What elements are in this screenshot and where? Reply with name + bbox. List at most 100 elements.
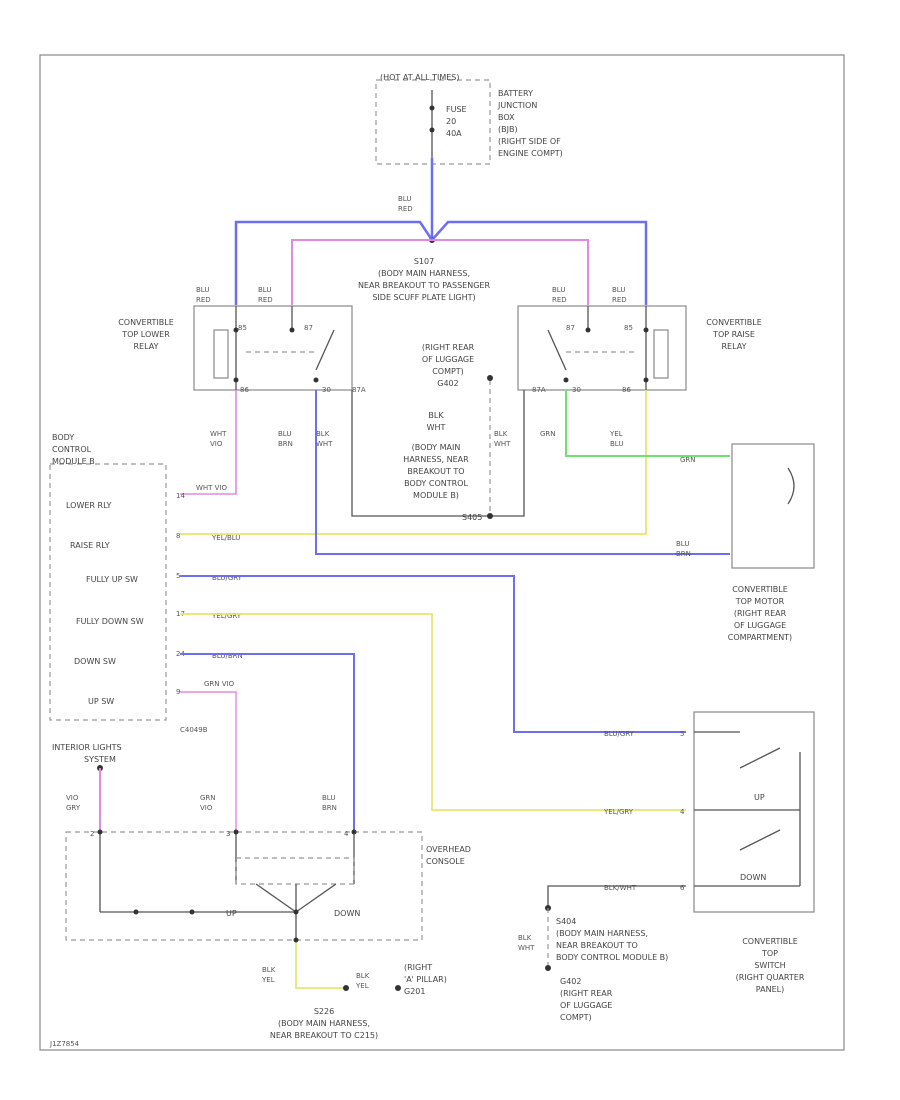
mid-wire-w1b: VIO — [210, 440, 223, 448]
svg-text:TOP LOWER: TOP LOWER — [121, 330, 170, 339]
fuse-rating: 40A — [446, 129, 462, 138]
svg-text:COMPT): COMPT) — [560, 1013, 592, 1022]
mid-wire-w3b: WHT — [316, 440, 333, 448]
raise-relay-contact — [547, 329, 567, 371]
svg-text:SIDE SCUFF PLATE LIGHT): SIDE SCUFF PLATE LIGHT) — [372, 293, 475, 302]
ground-g402-label: (RIGHT REAR OF LUGGAGE COMPT) G402 — [422, 343, 475, 388]
svg-text:UP SW: UP SW — [88, 697, 114, 706]
lower-relay-coil — [213, 329, 229, 379]
svg-text:LOWER RLY: LOWER RLY — [66, 501, 111, 510]
console-pin-2: 2 — [90, 830, 94, 838]
wire-branch-raise-30 — [431, 220, 648, 305]
raise-relay-w1b: RED — [552, 296, 567, 304]
raise-relay-coil — [653, 329, 669, 379]
mid-wire-w6a: YEL — [609, 430, 623, 438]
switch-wire-2: YEL/GRY — [603, 808, 634, 816]
wire-console-to-ground — [295, 940, 344, 989]
mid-wire-w5: GRN — [540, 430, 556, 438]
svg-text:BLU/GRY: BLU/GRY — [212, 574, 243, 582]
fuse-node — [429, 127, 435, 133]
svg-text:G201: G201 — [404, 987, 425, 996]
svg-text:SWITCH: SWITCH — [754, 961, 785, 970]
switch-down-label: DOWN — [740, 873, 766, 882]
svg-text:FULLY DOWN SW: FULLY DOWN SW — [76, 617, 144, 626]
svg-text:S405: S405 — [462, 513, 482, 522]
svg-text:(BODY MAIN: (BODY MAIN — [412, 443, 461, 452]
wire-lower-relay-to-bcm — [180, 390, 237, 495]
console-down-contact — [295, 883, 337, 913]
svg-text:NEAR BREAKOUT TO C215): NEAR BREAKOUT TO C215) — [270, 1031, 378, 1040]
overhead-wire-2b: VIO — [200, 804, 213, 812]
wire-fully-down-to-switch — [180, 613, 686, 811]
bcm-pins: 14 8 5 17 24 9 — [176, 492, 185, 696]
lower-relay-box — [193, 305, 353, 391]
svg-text:(RIGHT REAR: (RIGHT REAR — [734, 609, 787, 618]
svg-text:G402: G402 — [560, 977, 581, 986]
motor-wire-2b: BRN — [676, 550, 691, 558]
wire-branch-lower-87 — [291, 239, 432, 305]
svg-text:NEAR BREAKOUT TO PASSENGER: NEAR BREAKOUT TO PASSENGER — [358, 281, 491, 290]
svg-text:RELAY: RELAY — [134, 342, 159, 351]
wire-raise-relay-to-bcm — [180, 390, 647, 535]
overhead-console-outline — [65, 831, 423, 941]
svg-text:S404: S404 — [556, 917, 576, 926]
motor-symbol — [787, 467, 795, 505]
bottom-wire-2b: YEL — [355, 982, 369, 990]
svg-text:HARNESS, NEAR: HARNESS, NEAR — [403, 455, 469, 464]
svg-text:BODY: BODY — [52, 433, 74, 442]
raise-relay-box — [517, 305, 687, 391]
motor-label: CONVERTIBLE TOP MOTOR (RIGHT REAR OF LUG… — [728, 585, 792, 642]
fuse-hot-label: (HOT AT ALL TIMES) — [380, 73, 459, 82]
overhead-wire-1b: GRY — [66, 804, 81, 812]
svg-text:MODULE B): MODULE B) — [413, 491, 459, 500]
wire-feed-color-2: RED — [398, 205, 413, 213]
svg-text:COMPARTMENT): COMPARTMENT) — [728, 633, 792, 642]
bottom-wire-1b: YEL — [261, 976, 275, 984]
ground-g402-node — [487, 375, 493, 381]
lower-pin-87a: 87A — [352, 386, 366, 394]
raise-relay-w2a: BLU — [612, 286, 625, 294]
svg-text:BOX: BOX — [498, 113, 515, 122]
bcm-title: BODY CONTROL MODULE B — [52, 433, 95, 466]
mid-wire-w3a: BLK — [316, 430, 330, 438]
bcm-wire-labels: WHT VIO YEL/BLU BLU/GRY YEL/GRY BLU/BRN … — [196, 484, 243, 688]
svg-text:YEL/GRY: YEL/GRY — [211, 612, 242, 620]
svg-text:NEAR BREAKOUT TO: NEAR BREAKOUT TO — [556, 941, 638, 950]
splice-s405-node — [487, 513, 493, 519]
splice-s404-label: S404 (BODY MAIN HARNESS, NEAR BREAKOUT T… — [556, 917, 668, 1022]
mid-wire-w4b: WHT — [494, 440, 511, 448]
svg-text:TOP MOTOR: TOP MOTOR — [735, 597, 785, 606]
wire-up-sw-to-console — [180, 691, 237, 832]
svg-text:WHT: WHT — [427, 423, 446, 432]
splice-s107-label: S107 (BODY MAIN HARNESS, NEAR BREAKOUT T… — [358, 257, 491, 302]
lower-pin-87: 87 — [304, 324, 313, 332]
bcm-connector: C4049B — [180, 726, 208, 734]
switch-pin-5: 5 — [680, 730, 684, 738]
motor-wire-1: GRN — [680, 456, 696, 464]
svg-text:8: 8 — [176, 532, 180, 540]
svg-text:TOP: TOP — [761, 949, 778, 958]
svg-text:CONTROL: CONTROL — [52, 445, 92, 454]
overhead-wire-1a: VIO — [66, 794, 79, 802]
raise-pin-86: 86 — [622, 386, 631, 394]
lower-pin-85: 85 — [238, 324, 247, 332]
splice-s405-label: BLK WHT (BODY MAIN HARNESS, NEAR BREAKOU… — [403, 411, 482, 522]
svg-text:RAISE RLY: RAISE RLY — [70, 541, 110, 550]
overhead-wire-2a: GRN — [200, 794, 216, 802]
bcm-rows: LOWER RLY RAISE RLY FULLY UP SW FULLY DO… — [66, 501, 144, 706]
raise-pin-85: 85 — [624, 324, 633, 332]
switch-pin-6: 6 — [680, 884, 685, 892]
wire-feed-color: BLU — [398, 195, 411, 203]
lower-relay-label: CONVERTIBLE TOP LOWER RELAY — [118, 318, 174, 351]
svg-text:YEL/BLU: YEL/BLU — [211, 534, 240, 542]
diagram-id: J1Z7854 — [49, 1040, 80, 1048]
svg-text:GRN VIO: GRN VIO — [204, 680, 235, 688]
switch-up-contact — [739, 747, 781, 769]
raise-pin-87: 87 — [566, 324, 575, 332]
splice-s226-label: S226 (BODY MAIN HARNESS, NEAR BREAKOUT T… — [270, 1007, 378, 1040]
lower-relay-contact — [315, 329, 335, 371]
svg-text:BODY CONTROL MODULE B): BODY CONTROL MODULE B) — [556, 953, 668, 962]
svg-text:OVERHEAD: OVERHEAD — [426, 845, 471, 854]
svg-text:(BODY MAIN HARNESS,: (BODY MAIN HARNESS, — [556, 929, 648, 938]
